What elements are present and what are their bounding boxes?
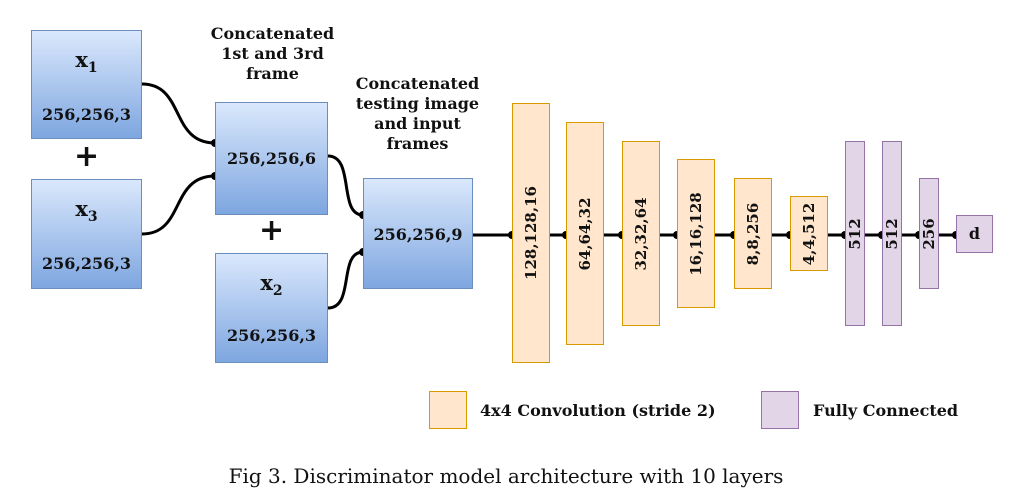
link-x3-concat13 [141, 174, 216, 236]
concat-all-dims: 256,256,9 [373, 225, 463, 244]
fc-layer-2: 512 [882, 141, 902, 326]
x2-label: x2 [260, 270, 283, 300]
figure-caption: Fig 3. Discriminator model architecture … [228, 464, 784, 488]
conv-layer-2-label: 64,64,32 [576, 196, 594, 271]
input-x2-box: x2 256,256,3 [215, 253, 328, 363]
fc-layer-1: 512 [845, 141, 865, 326]
x1-dims: 256,256,3 [41, 105, 132, 124]
link-x1-concat13 [141, 82, 216, 145]
link-x2-concatall [327, 250, 364, 310]
conv-layer-6: 4,4,512 [790, 196, 828, 271]
fc-layer-2-label: 512 [883, 217, 901, 250]
legend-fc-swatch [761, 391, 799, 429]
concat13-dims: 256,256,6 [226, 149, 317, 168]
input-x3-box: x3 256,256,3 [31, 179, 142, 289]
input-x1-box: x1 256,256,3 [31, 30, 142, 139]
concat-all-box: 256,256,9 [363, 178, 473, 289]
conv-layer-5: 8,8,256 [734, 178, 772, 289]
output-d-box: d [956, 215, 993, 253]
conv-layer-1: 128,128,16 [512, 103, 550, 363]
conv-layer-4: 16,16,128 [677, 159, 715, 308]
fc-layer-1-label: 512 [846, 217, 864, 250]
conv-layer-3-label: 32,32,64 [632, 196, 650, 271]
conv-layer-6-label: 4,4,512 [800, 202, 818, 265]
x1-label: x1 [75, 47, 98, 77]
fc-layer-3: 256 [919, 178, 939, 289]
legend-conv-swatch [429, 391, 467, 429]
conv-layer-5-label: 8,8,256 [744, 202, 762, 265]
x2-dims: 256,256,3 [226, 326, 317, 345]
conv-layer-1-label: 128,128,16 [522, 186, 540, 280]
concat13-box: 256,256,6 [215, 102, 328, 215]
conv-layer-4-label: 16,16,128 [687, 191, 705, 276]
conv-layer-3: 32,32,64 [622, 141, 660, 326]
plus-sign-1: + [74, 139, 100, 174]
x3-dims: 256,256,3 [41, 254, 132, 273]
legend-conv-label: 4x4 Convolution (stride 2) [480, 401, 716, 420]
conv-layer-2: 64,64,32 [566, 122, 604, 345]
plus-sign-2: + [259, 213, 285, 248]
link-concat13-concatall [327, 154, 364, 217]
x3-label: x3 [75, 196, 98, 226]
fc-layer-3-label: 256 [920, 217, 938, 250]
legend-fc-label: Fully Connected [813, 401, 959, 420]
